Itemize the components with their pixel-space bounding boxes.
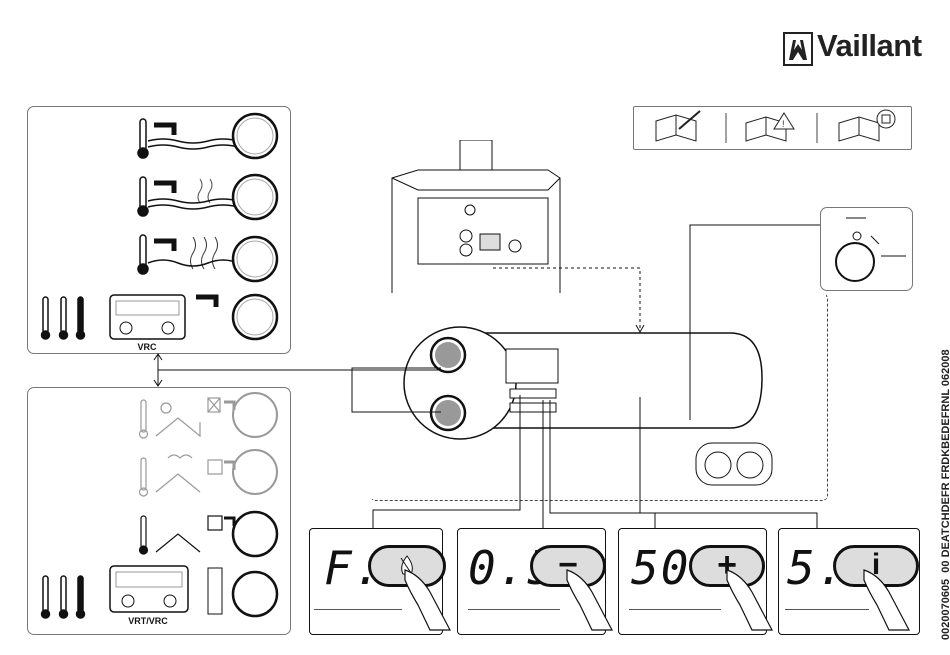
display-panel-plus: 50 + — [618, 528, 767, 635]
minus-button[interactable]: − — [530, 545, 606, 587]
flame-icon — [371, 548, 443, 584]
display-panel-minus: 0.5 − — [457, 528, 606, 635]
minus-icon: − — [558, 546, 578, 584]
flame-button[interactable] — [368, 545, 446, 587]
display-panel-flame: F... — [309, 528, 443, 635]
display-panel-info: 5... i — [778, 528, 920, 635]
lcd-readout: 50 — [631, 541, 690, 595]
info-icon: i — [872, 548, 880, 581]
plus-button[interactable]: + — [689, 545, 765, 587]
plus-icon: + — [717, 546, 737, 584]
info-button[interactable]: i — [833, 545, 919, 587]
